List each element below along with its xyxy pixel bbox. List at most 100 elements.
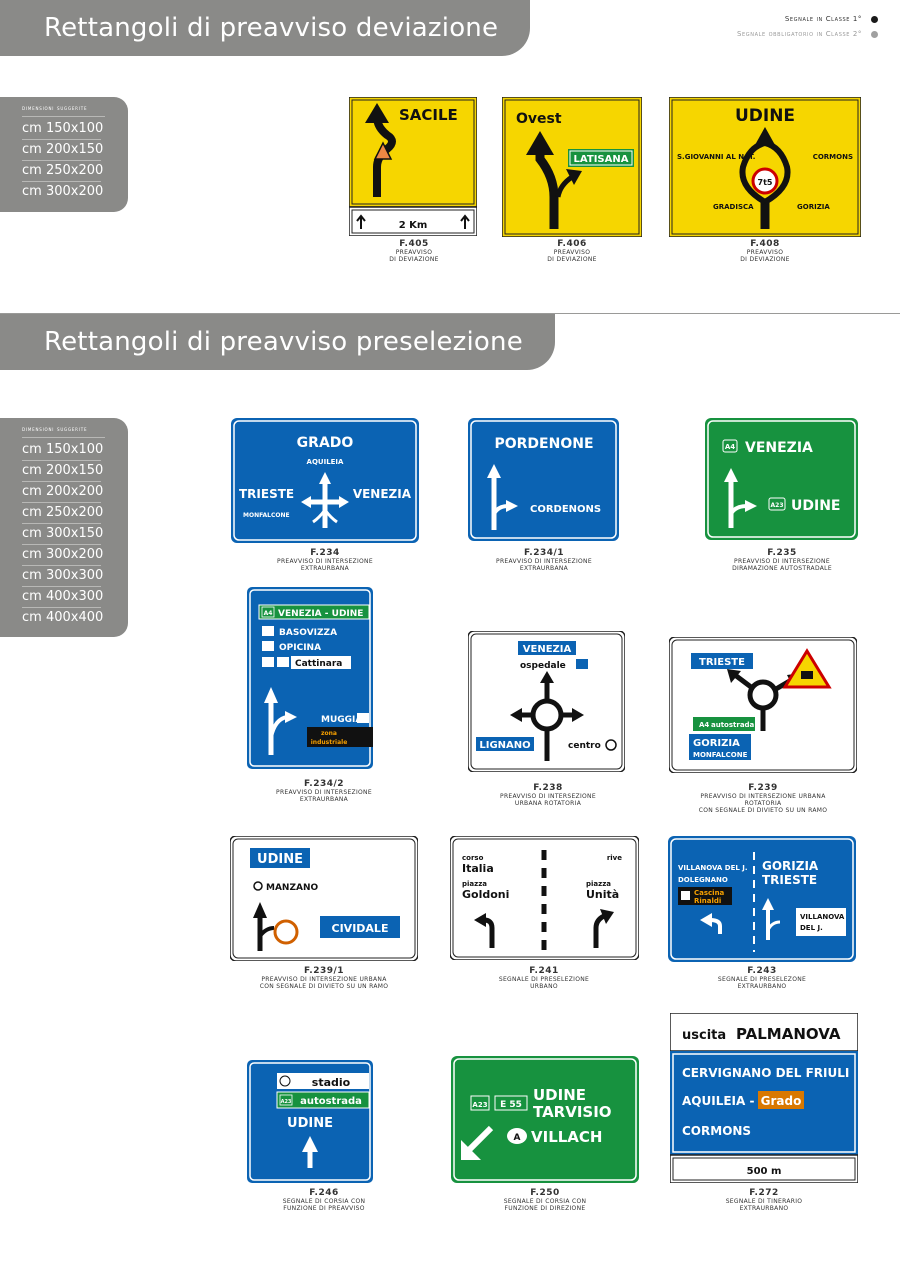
caption-desc: preavviso (553, 249, 591, 256)
f238-left: LIGNANO (479, 740, 530, 751)
f234-2-top: VENEZIA - UDINE (278, 609, 363, 619)
f250-c3: VILLACH (531, 1128, 602, 1146)
f250-c1: UDINE (533, 1086, 586, 1104)
f241-c1: rive (607, 854, 622, 862)
f234-2-l1: BASOVIZZA (279, 628, 337, 638)
f235-top: VENEZIA (745, 440, 813, 456)
sign-f235: A4 VENEZIA A23 UDINE (705, 418, 858, 540)
f272-l2b: Grado (761, 1094, 802, 1108)
f239-1-right: CIVIDALE (332, 922, 389, 935)
caption-desc: funzione di preavviso (283, 1205, 365, 1212)
f234-2-l3: Cattinara (295, 659, 342, 669)
legend-class2: Segnale obbligatorio in Classe 2° (736, 30, 878, 38)
f246-t1: stadio (312, 1076, 351, 1089)
caption-code: F.239/1 (303, 966, 345, 976)
caption-code: F.234 (310, 548, 340, 558)
caption-desc: funzione di direzione (504, 1205, 586, 1212)
dimension-item: cm 150x100 (22, 119, 103, 140)
dimension-item: cm 200x150 (22, 461, 103, 482)
f250-c2: TARVISIO (533, 1103, 612, 1121)
f235-right-shield: A23 (771, 502, 784, 509)
dimension-item: cm 300x200 (22, 545, 103, 566)
f243-l2: DOLEGNANO (678, 876, 728, 884)
f250-badge: A (514, 1133, 521, 1143)
sign-f239-1: UDINE MANZANO CIVIDALE (230, 836, 418, 961)
sign-f238: VENEZIA ospedale LIGNANO centro (468, 631, 625, 772)
caption-code: F.405 (399, 239, 429, 249)
sign-f408: UDINE 7t5 S.GIOVANNI AL NAT. CORMONS GRA… (669, 97, 861, 237)
f234-top2: AQUILEIA (307, 458, 345, 466)
caption-desc: urbana rotatoria (514, 800, 582, 807)
f243-b1: VILLANOVA (800, 913, 845, 921)
f250-s2: E 55 (500, 1100, 522, 1110)
f241-a1: corso (462, 854, 484, 862)
f246-city: UDINE (287, 1116, 333, 1131)
dimensions-title: dimensioni suggerite (22, 426, 105, 438)
caption-desc: di deviazione (740, 256, 790, 263)
caption-f241: F.241 segnale di preselezione urbano (464, 966, 624, 990)
caption-f239: F.239 preavviso di intersezione urbana r… (683, 783, 843, 814)
f238-right: centro (568, 741, 601, 751)
f238-top: VENEZIA (523, 644, 572, 655)
f234-1-right: CORDENONS (530, 504, 601, 515)
caption-f405: F.405 preavviso di deviazione (334, 239, 494, 263)
caption-desc: segnale di corsia con (503, 1198, 587, 1205)
caption-code: F.406 (557, 239, 587, 249)
caption-f234-1: F.234/1 preavviso di intersezione extrau… (464, 548, 624, 572)
dimension-item: cm 250x200 (22, 161, 103, 182)
dimensions-box-deviazione: dimensioni suggerite cm 150x100 cm 200x1… (0, 97, 128, 212)
f406-city: LATISANA (574, 154, 629, 165)
caption-code: F.250 (530, 1188, 560, 1198)
f239-shield: A4 (699, 721, 709, 729)
caption-desc: segnale di corsia con (282, 1198, 366, 1205)
f239-1-top: UDINE (257, 852, 303, 867)
caption-desc: extraurbano (739, 1205, 789, 1212)
caption-code: F.243 (747, 966, 777, 976)
f406-direction: Ovest (516, 111, 562, 127)
caption-desc: di deviazione (547, 256, 597, 263)
f246-t2: autostrada (300, 1096, 362, 1107)
caption-f234-2: F.234/2 preavviso di intersezione extrau… (244, 779, 404, 803)
f234-2-zone1: zona (321, 730, 337, 737)
caption-code: F.234/2 (303, 779, 345, 789)
f272-exit-city: PALMANOVA (736, 1025, 841, 1043)
f235-top-shield: A4 (725, 443, 735, 451)
dimension-item: cm 300x300 (22, 566, 103, 587)
f250-s1: A23 (472, 1101, 487, 1109)
caption-desc: preavviso (746, 249, 784, 256)
caption-desc: urbano (530, 983, 558, 990)
caption-desc: extraurbana (300, 565, 350, 572)
caption-code: F.241 (529, 966, 559, 976)
legend-class1-label: Segnale in Classe 1° (784, 15, 862, 23)
caption-desc: segnale di tinerario (725, 1198, 803, 1205)
dimensions-title: dimensioni suggerite (22, 105, 105, 117)
f272-l2: AQUILEIA - (682, 1094, 754, 1108)
f246-shield: A23 (281, 1099, 292, 1105)
f272-distance: 500 m (747, 1166, 782, 1177)
sign-f239: TRIESTE A4 autostrada GORIZIA MONFALCONE (669, 637, 857, 773)
caption-desc: con segnale di divieto su un ramo (698, 807, 828, 814)
legend-class1-dot (871, 16, 878, 23)
sign-f234: GRADO AQUILEIA TRIESTE MONFALCONE VENEZI… (231, 418, 419, 543)
f234-2-l2: OPICINA (279, 643, 321, 653)
f243-l1: VILLANOVA DEL J. (678, 864, 748, 872)
legend-class2-label: Segnale obbligatorio in Classe 2° (736, 30, 862, 38)
dimension-item: cm 250x200 (22, 503, 103, 524)
f405-distance: 2 Km (399, 220, 428, 231)
legend-class1: Segnale in Classe 1° (784, 15, 878, 23)
caption-desc: segnale di preselezione (498, 976, 590, 983)
f272-exit: uscita (682, 1028, 726, 1043)
caption-f243: F.243 segnale di preselezone extraurbano (682, 966, 842, 990)
f241-b2: Goldoni (462, 888, 509, 901)
f239-top: TRIESTE (699, 657, 745, 668)
section-title-preselezione: Rettangoli di preavviso preselezione (0, 314, 555, 370)
f239-bottom: GORIZIA (693, 738, 740, 749)
f241-d2: Unità (586, 888, 619, 901)
f243-tag1: Cascina (694, 889, 725, 897)
f238-top2: ospedale (520, 661, 566, 671)
sign-f241: corso Italia piazza Goldoni rive piazza … (450, 836, 639, 960)
f408-bottom-right: GORIZIA (797, 203, 830, 211)
caption-desc: preavviso di intersezione (734, 558, 830, 565)
caption-desc: segnale di preselezone (717, 976, 807, 983)
f243-tag2: Rinaldi (694, 897, 721, 905)
